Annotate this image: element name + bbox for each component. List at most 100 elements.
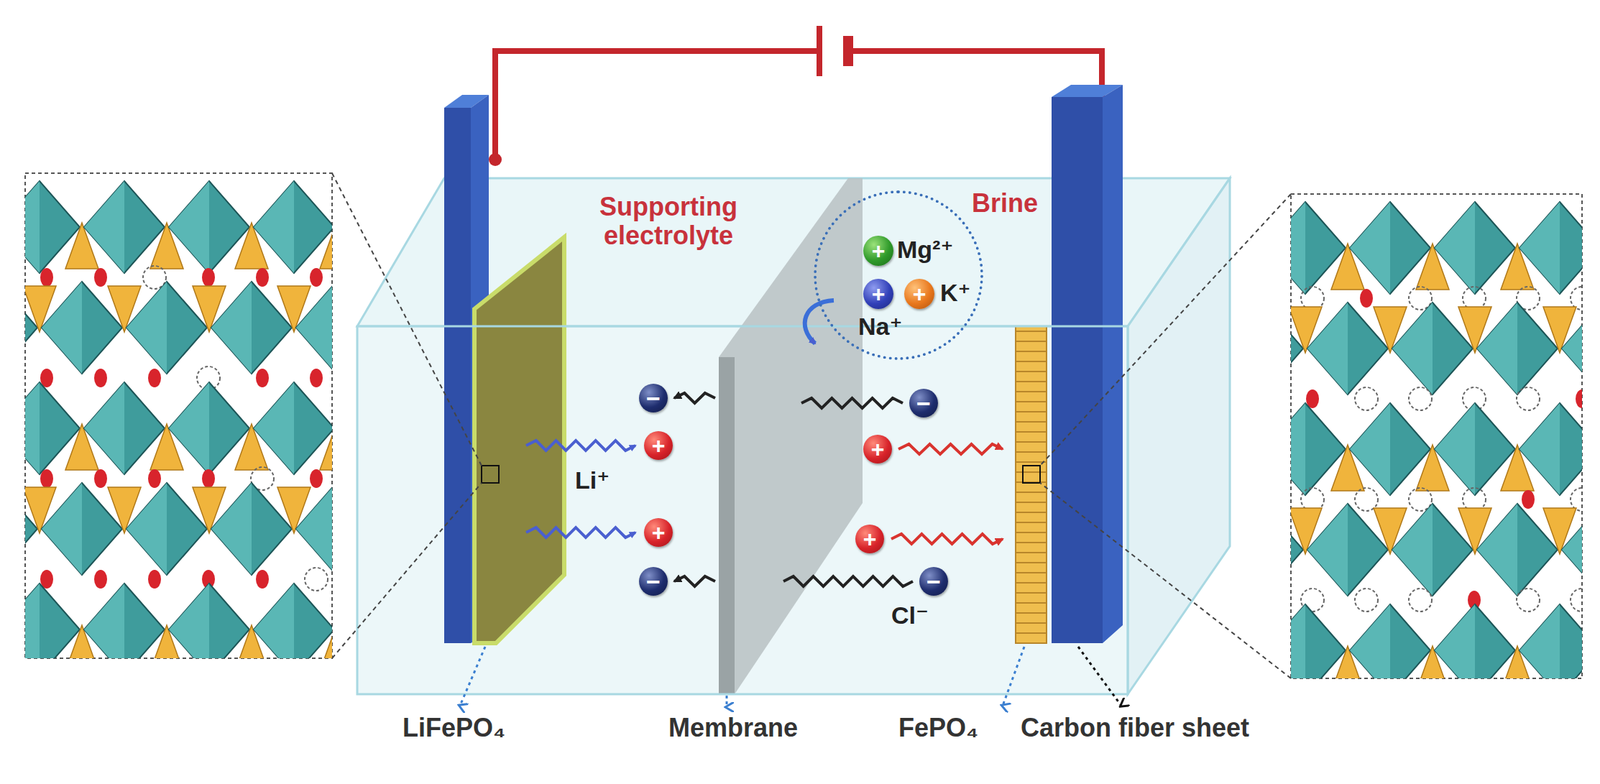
- li-vacancy: [1462, 286, 1486, 310]
- li-ion: [94, 469, 108, 489]
- crystal-inset: [25, 173, 333, 659]
- octahedron: [1434, 201, 1516, 294]
- octahedron-facet: [168, 181, 210, 274]
- octahedron: [168, 181, 250, 274]
- octahedron-facet: [84, 382, 125, 475]
- zoom-line: [1040, 194, 1291, 679]
- ion-sphere: −: [638, 567, 668, 596]
- octahedron: [1434, 604, 1516, 679]
- octahedron-facet: [211, 483, 252, 576]
- octahedron-facet: [1290, 604, 1306, 679]
- octahedron-facet: [211, 281, 252, 374]
- li-vacancy: [1354, 588, 1378, 612]
- li-vacancy: [1354, 387, 1378, 411]
- ion-migration: [526, 527, 636, 538]
- li-ion: [94, 569, 108, 589]
- ion-sphere: −: [909, 388, 939, 418]
- li-ion: [148, 469, 162, 489]
- li-ion: [201, 268, 215, 287]
- ion-migration: [783, 576, 913, 587]
- ion-sphere: +: [863, 278, 894, 310]
- li-ion: [201, 469, 215, 489]
- battery-plate: [843, 35, 854, 67]
- fepo4-strip: [1015, 326, 1047, 644]
- li-ion: [255, 368, 269, 388]
- li-ion: [40, 268, 54, 287]
- ion-label: Cl⁻: [891, 600, 929, 630]
- octahedron-facet: [1349, 403, 1391, 496]
- octahedron: [1349, 403, 1431, 496]
- charge-sign: −: [919, 567, 949, 596]
- zoom-square: [481, 465, 499, 484]
- octahedron-facet: [1290, 403, 1306, 496]
- compartment-label: Brine: [971, 188, 1038, 219]
- li-vacancy: [1516, 387, 1540, 411]
- octahedron-facet: [1434, 604, 1475, 679]
- octahedron: [126, 281, 208, 374]
- octahedron: [1519, 201, 1583, 294]
- charge-sign: −: [638, 383, 668, 413]
- octahedron: [84, 382, 165, 475]
- leader-arrow: [1002, 646, 1025, 706]
- li-vacancy: [1408, 588, 1432, 612]
- li-ion: [148, 569, 162, 589]
- li-ion: [94, 268, 108, 287]
- li-ion: [309, 469, 323, 489]
- part-label: Membrane: [668, 713, 798, 744]
- octahedron-facet: [1392, 302, 1433, 395]
- li-vacancy: [1300, 286, 1324, 310]
- part-label: LiFePO₄: [402, 713, 506, 744]
- octahedron: [296, 281, 333, 374]
- tank-outline: [357, 326, 1128, 695]
- li-vacancy: [1570, 286, 1583, 310]
- tank-side: [1127, 178, 1230, 695]
- li-ion: [40, 469, 54, 489]
- ion-sphere: +: [863, 235, 894, 266]
- charge-sign: −: [909, 388, 939, 418]
- ion-migration: [891, 534, 1003, 545]
- ion-label: Na⁺: [858, 311, 903, 341]
- li-vacancy: [1300, 488, 1324, 512]
- electrode: [1051, 97, 1103, 644]
- octahedron: [253, 181, 333, 274]
- electrode-side: [1102, 84, 1123, 644]
- leader-arrow: [460, 646, 486, 706]
- li-ion: [309, 268, 323, 287]
- ion-migration: [801, 398, 903, 409]
- li-vacancy: [1570, 588, 1583, 612]
- ion-sphere: +: [904, 278, 935, 310]
- octahedron-facet: [1561, 503, 1583, 596]
- li-ion: [1575, 389, 1583, 409]
- octahedron-facet: [296, 483, 333, 576]
- charge-sign: +: [644, 431, 673, 461]
- part-label: Carbon fiber sheet: [1020, 713, 1250, 744]
- ion-sphere: +: [863, 434, 893, 464]
- octahedron: [211, 281, 292, 374]
- battery-plate: [816, 25, 823, 77]
- octahedron-facet: [168, 382, 210, 475]
- octahedron-facet: [168, 583, 210, 659]
- octahedron: [1392, 302, 1473, 395]
- octahedron-facet: [1392, 503, 1433, 596]
- transfer-arrow: [805, 300, 834, 344]
- octahedron-facet: [1434, 201, 1475, 294]
- li-vacancy: [1570, 488, 1583, 512]
- ion-migration: [674, 576, 716, 587]
- charge-sign: +: [855, 524, 885, 554]
- octahedron-facet: [1519, 201, 1560, 294]
- leader-arrow: [725, 695, 729, 708]
- octahedron: [1561, 503, 1583, 596]
- ion-sphere: +: [855, 524, 885, 554]
- charge-sign: +: [863, 434, 893, 464]
- compartment-label: Supporting electrolyte: [575, 192, 762, 250]
- octahedron: [41, 483, 123, 576]
- octahedron-facet: [1519, 604, 1560, 679]
- octahedron-facet: [1434, 403, 1475, 496]
- octahedron: [168, 583, 250, 659]
- li-vacancy: [1408, 387, 1432, 411]
- ion-migration: [674, 393, 716, 404]
- li-ion: [148, 368, 162, 388]
- ion-sphere: −: [919, 567, 949, 596]
- octahedron: [211, 483, 292, 576]
